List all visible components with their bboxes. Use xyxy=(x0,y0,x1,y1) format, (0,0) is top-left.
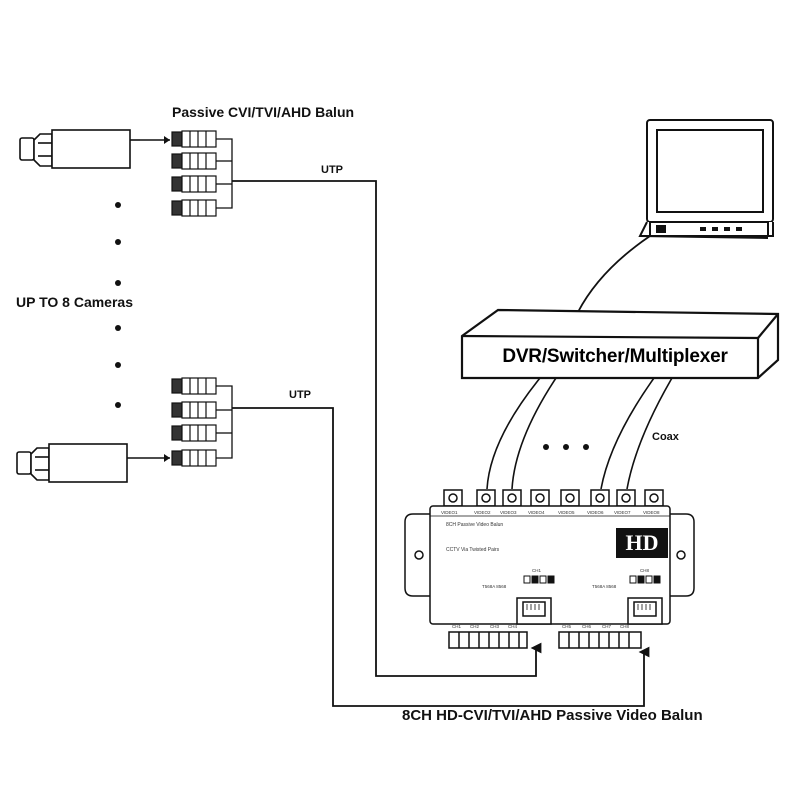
rj45-right-label: T568A 8568 xyxy=(592,584,617,589)
balun-bottom-3 xyxy=(171,424,217,442)
balun-group-top xyxy=(171,130,217,217)
rj45-port-left xyxy=(516,597,552,625)
terminal-label-ch1: CH1 xyxy=(452,624,462,629)
dip-switch-left xyxy=(523,575,555,584)
utp-bottom-label: UTP xyxy=(289,389,311,401)
balun-bottom-1 xyxy=(171,377,217,395)
bnc-connectors xyxy=(443,489,664,507)
monitor-icon xyxy=(638,119,774,239)
balun-top-4 xyxy=(171,199,217,217)
rj45-port-right xyxy=(627,597,663,625)
coax-label: Coax xyxy=(652,431,679,443)
device-title: 8CH Passive Video Balun xyxy=(446,522,504,528)
balun-group-bottom xyxy=(171,377,217,467)
video-port-label-5: VIDEO5 xyxy=(558,510,575,515)
terminal-label-ch7: CH7 xyxy=(602,624,612,629)
balun-top-wires xyxy=(216,138,233,209)
terminal-label-ch4: CH4 xyxy=(508,624,518,629)
camera-top-icon xyxy=(19,129,140,169)
video-port-label-2: VIDEO2 xyxy=(474,510,491,515)
camera-bottom-icon xyxy=(16,443,128,483)
balun-bottom-2 xyxy=(171,401,217,419)
rj45-left-label: T568A 8568 xyxy=(482,584,507,589)
cameras-count-label: UP TO 8 Cameras xyxy=(16,294,133,310)
terminal-label-ch3: CH3 xyxy=(490,624,500,629)
dvr-label: DVR/Switcher/Multiplexer xyxy=(502,346,728,367)
video-port-label-3: VIDEO3 xyxy=(500,510,517,515)
balun-top-1 xyxy=(171,130,217,148)
video-port-label-4: VIDEO4 xyxy=(528,510,545,515)
device-subtitle: CCTV Via Twisted Pairs xyxy=(446,547,500,553)
dip-switch-right xyxy=(629,575,661,584)
balun-device xyxy=(404,489,695,649)
balun-top-3 xyxy=(171,175,217,193)
coax-cables xyxy=(486,377,673,490)
utp-cable-top xyxy=(232,180,542,677)
balun-title-label: Passive CVI/TVI/AHD Balun xyxy=(172,104,355,120)
utp-top-label: UTP xyxy=(321,164,343,176)
coax-ellipsis-dots xyxy=(543,444,589,450)
terminal-label-ch6: CH6 xyxy=(582,624,592,629)
product-caption: 8CH HD-CVI/TVI/AHD Passive Video Balun xyxy=(402,707,703,724)
balun-bottom-wires xyxy=(216,385,233,459)
terminal-block-left xyxy=(448,631,528,649)
terminal-label-ch8: CH8 xyxy=(620,624,630,629)
dip-right-label: CH8 xyxy=(640,568,650,573)
video-port-label-6: VIDEO6 xyxy=(587,510,604,515)
video-port-label-1: VIDEO1 xyxy=(441,510,458,515)
monitor-cable xyxy=(577,235,651,313)
camera-ellipsis-dots xyxy=(115,202,121,408)
dvr-box xyxy=(460,308,780,380)
balun-bottom-4 xyxy=(171,449,217,467)
dip-left-label: CH1 xyxy=(532,568,542,573)
terminal-label-ch5: CH5 xyxy=(562,624,572,629)
utp-cable-bottom xyxy=(232,407,650,707)
video-port-label-7: VIDEO7 xyxy=(614,510,631,515)
hd-badge: HD xyxy=(616,528,668,558)
terminal-block-right xyxy=(558,631,642,649)
video-port-label-8: VIDEO8 xyxy=(643,510,660,515)
terminal-label-ch2: CH2 xyxy=(470,624,480,629)
balun-top-2 xyxy=(171,152,217,170)
